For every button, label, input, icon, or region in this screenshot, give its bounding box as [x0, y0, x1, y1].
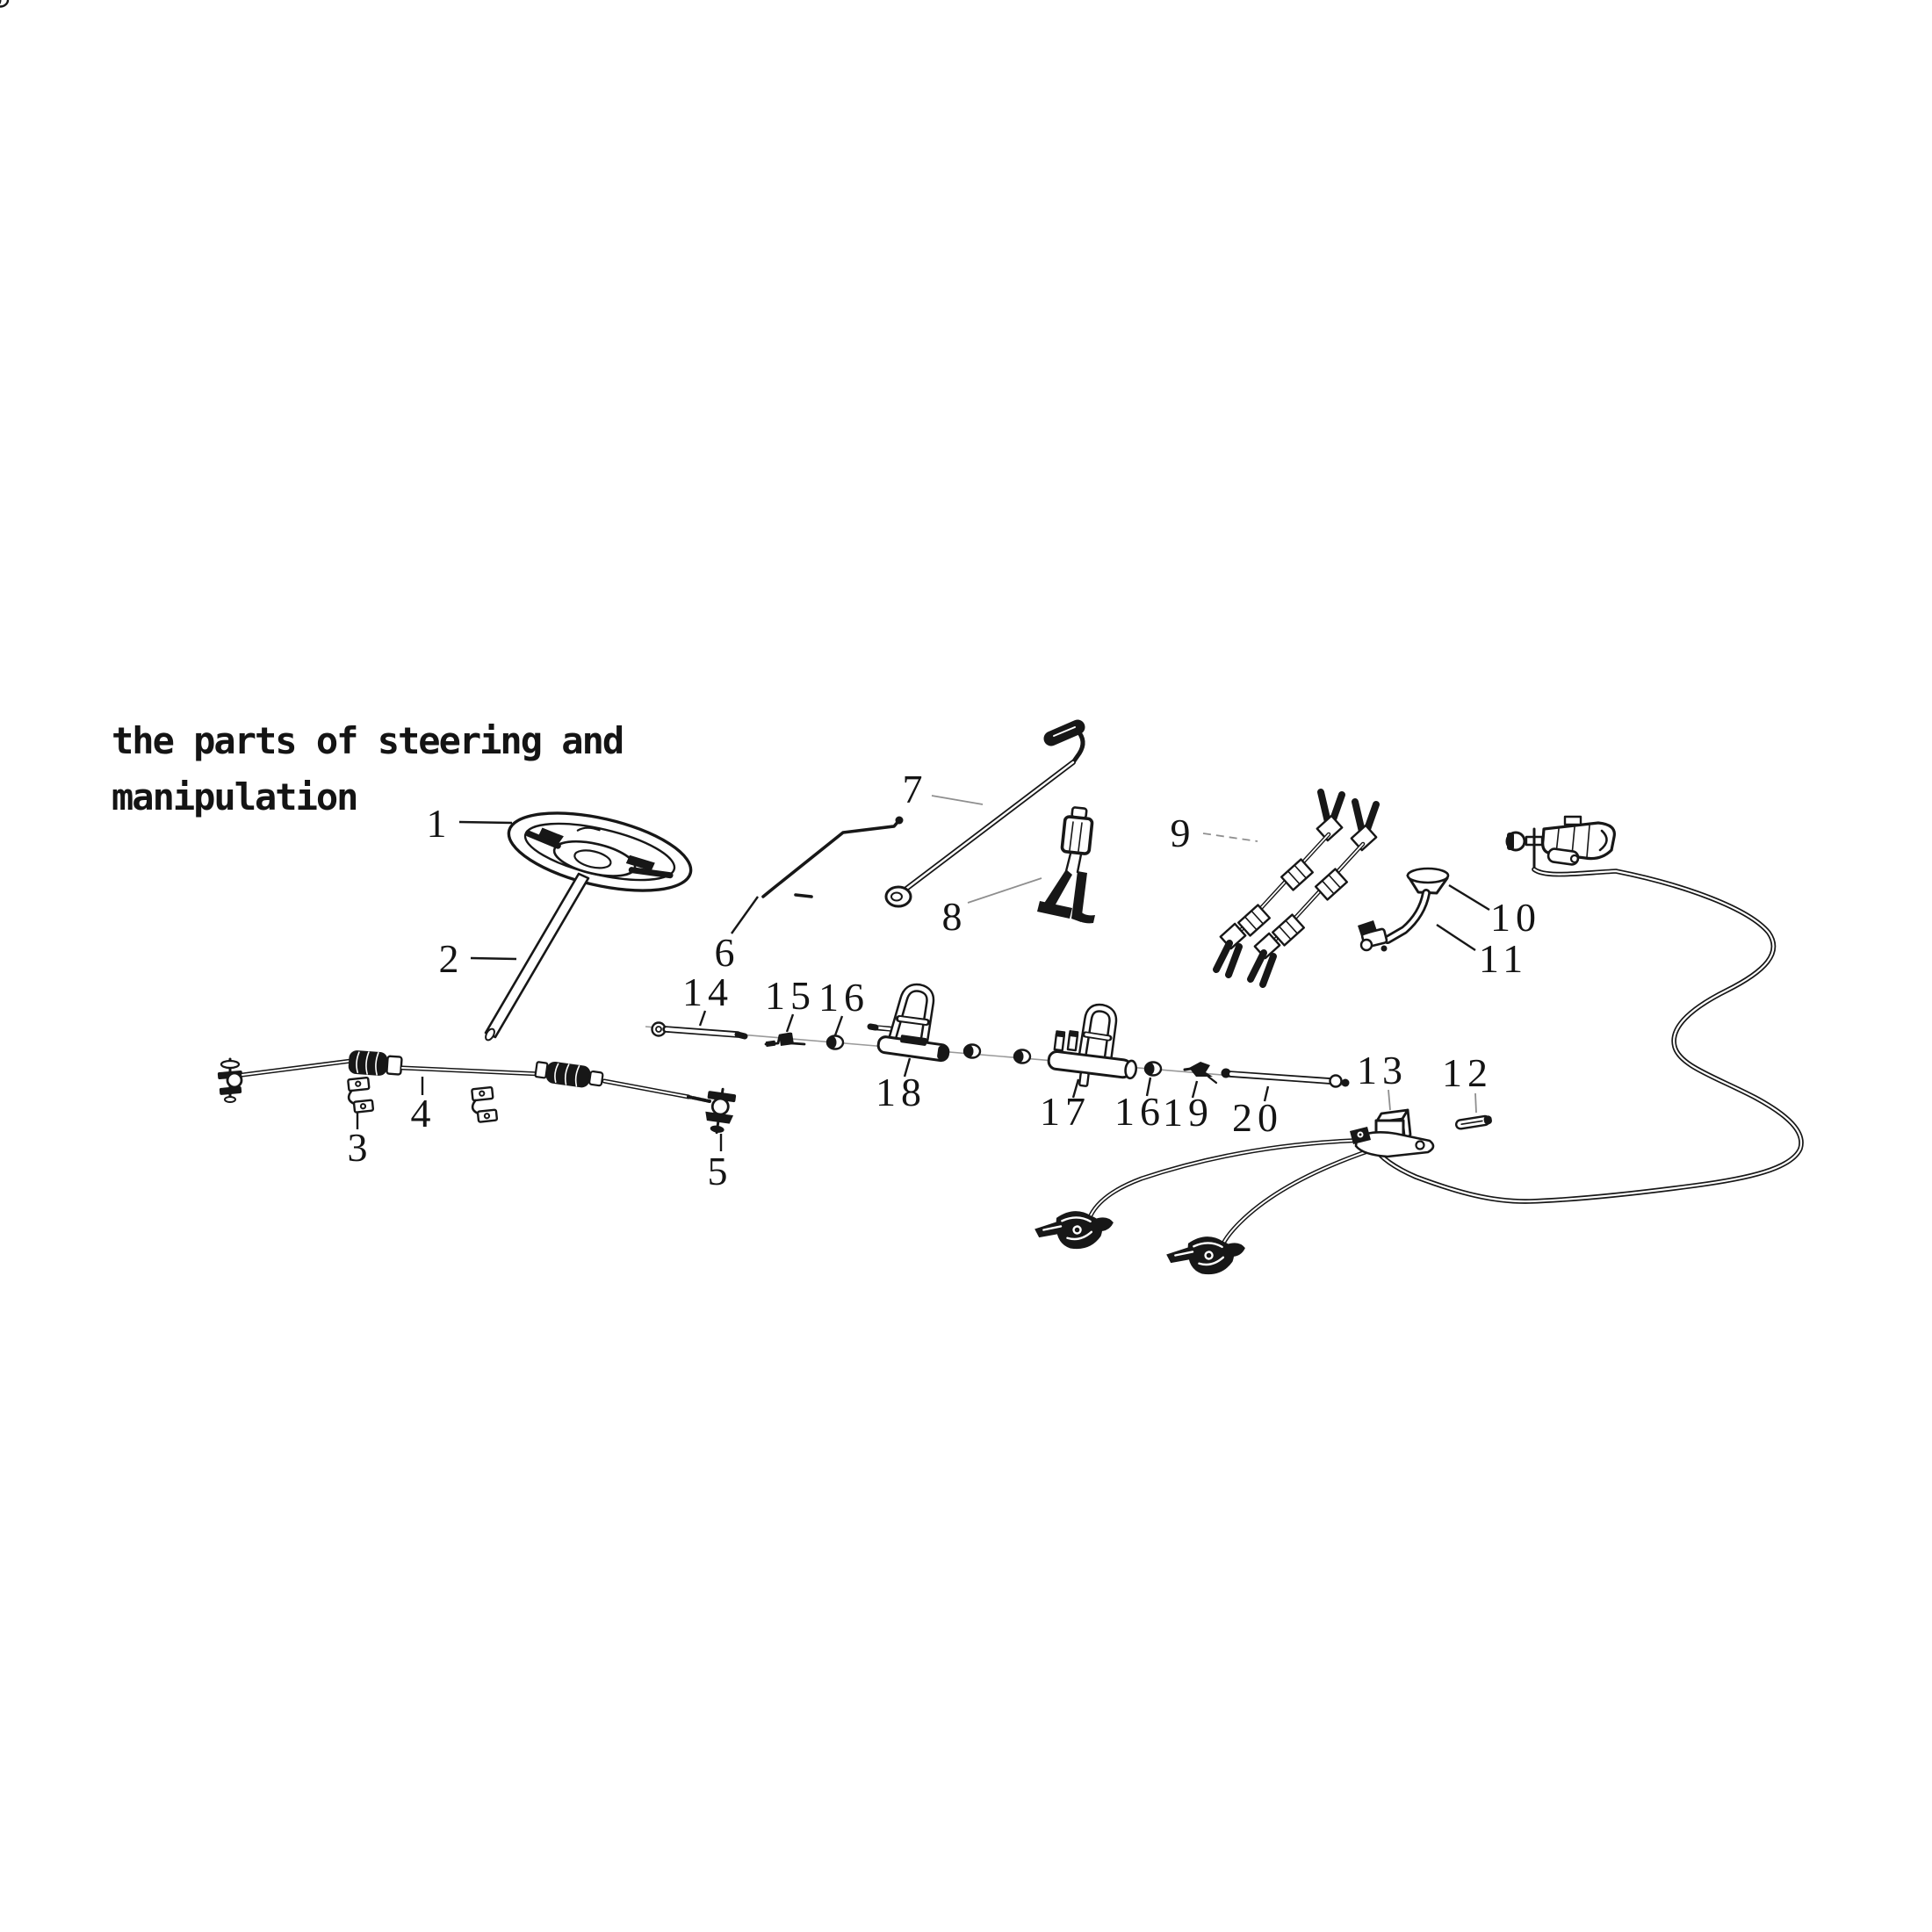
leader-11: [1436, 923, 1476, 952]
stirrup-pedal-17-drawing: [1047, 1003, 1138, 1087]
leader-18: [903, 1057, 912, 1078]
leader-20: [1263, 1085, 1270, 1102]
nut-mid-2: [1013, 1049, 1032, 1064]
part-labels: 1 2 3 4 5 6 7 8 9 10 11 12 13: [348, 767, 1541, 1193]
leader-10: [1448, 883, 1490, 912]
leader-8: [967, 877, 1042, 904]
throttle-cable-drawing: [1371, 867, 1804, 1204]
leader-6: [731, 896, 759, 934]
part-label-5: 5: [708, 1149, 733, 1193]
leader-13: [1388, 1089, 1391, 1111]
part-label-11: 11: [1479, 936, 1528, 981]
cable-end-fitting-right: [1164, 1231, 1249, 1280]
cable-end-fitting-left: [1034, 1211, 1249, 1280]
part-label-15: 15: [765, 973, 816, 1018]
diagram-title-line2: manipulation: [112, 775, 358, 818]
part-label-7: 7: [903, 767, 928, 811]
part-label-12: 12: [1442, 1050, 1493, 1095]
cable-bracket-drawing: [1088, 1108, 1435, 1246]
bent-rod-drawing: [761, 816, 904, 898]
diagram-title: the parts of steering and manipulation: [112, 713, 624, 825]
bolt-rod-14-drawing: [651, 1021, 748, 1040]
bolt-19-drawing: [1183, 1062, 1218, 1085]
nut-16-b: [1143, 1061, 1163, 1077]
part-label-16b: 16: [1114, 1089, 1165, 1134]
twin-cables-drawing: [1213, 789, 1376, 984]
leader-16a: [833, 1015, 844, 1036]
leader-2: [470, 956, 517, 961]
leader-9: [1202, 833, 1258, 842]
diagram-title-line1: the parts of steering and: [112, 719, 624, 762]
leader-14: [698, 1010, 707, 1027]
tie-rod-assembly-drawing: [217, 1050, 737, 1135]
pedal-funnel-drawing: [1358, 867, 1450, 952]
part-label-14: 14: [682, 970, 733, 1014]
part-label-20: 20: [1232, 1095, 1283, 1140]
steering-wheel-drawing: [507, 811, 693, 892]
leader-1: [458, 820, 513, 825]
steering-shaft-drawing: [484, 872, 590, 1042]
nut-16-a: [825, 1034, 845, 1050]
shift-lever-drawing: [884, 719, 1085, 908]
nut-mid-1: [962, 1043, 982, 1059]
throttle-assembly-drawing: [1505, 815, 1616, 873]
leader-16b: [1145, 1077, 1152, 1097]
clip-15-drawing: [764, 1032, 806, 1047]
part-label-17: 17: [1040, 1089, 1091, 1134]
tie-rod-clamp-drawing: [347, 1076, 375, 1114]
part-label-3: 3: [348, 1125, 373, 1170]
part-label-6: 6: [715, 930, 740, 975]
part-label-10: 10: [1490, 895, 1541, 940]
part-label-18: 18: [876, 1070, 926, 1114]
leader-19: [1191, 1080, 1199, 1099]
leader-15: [785, 1013, 795, 1033]
nut-16-drawing: [0, 0, 10, 8]
part-label-19: 19: [1163, 1090, 1214, 1135]
leader-17: [1071, 1078, 1080, 1099]
part-label-9: 9: [1171, 811, 1196, 855]
part-label-16a: 16: [818, 975, 869, 1020]
part-label-2: 2: [439, 936, 465, 981]
part-label-1: 1: [427, 801, 452, 846]
part-label-8: 8: [942, 894, 968, 939]
part-label-4: 4: [411, 1091, 436, 1135]
stand-lever-drawing: [1037, 806, 1095, 924]
rod-20-drawing: [1221, 1068, 1350, 1088]
leader-7: [931, 795, 984, 805]
pin-12-drawing: [1454, 1114, 1492, 1130]
leader-12: [1474, 1092, 1477, 1114]
stirrup-pedal-18-drawing: [867, 983, 950, 1063]
part-label-13: 13: [1357, 1048, 1408, 1092]
